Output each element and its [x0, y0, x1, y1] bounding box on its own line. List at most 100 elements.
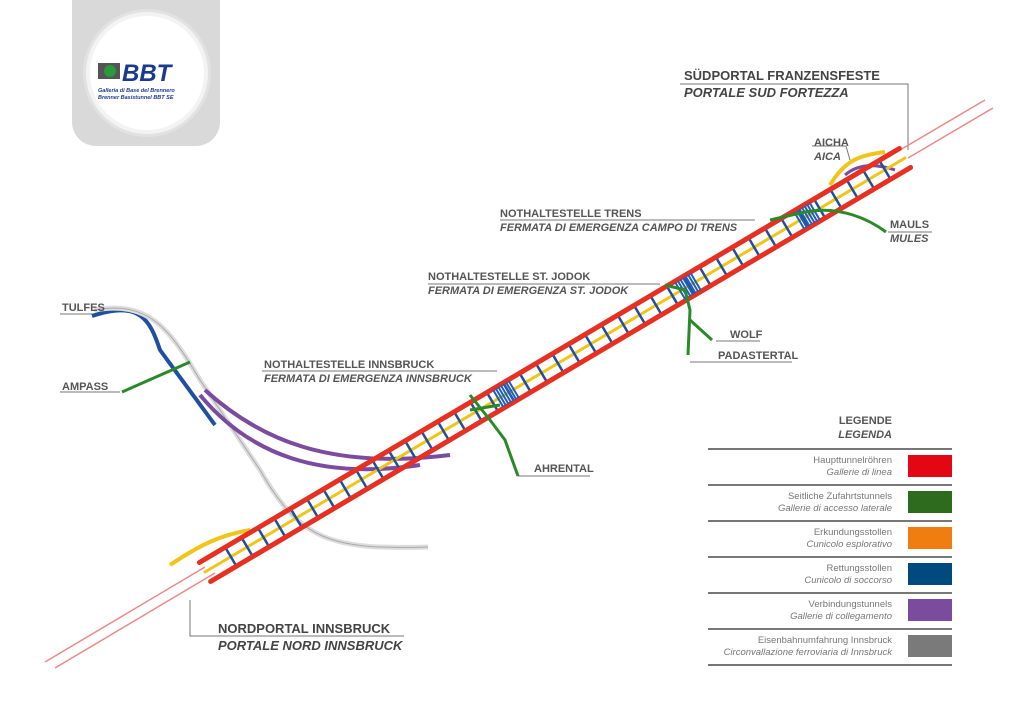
connecting-tunnel-2 — [198, 393, 421, 472]
access-tunnels — [468, 208, 887, 477]
label-ampass: AMPASS — [62, 381, 109, 393]
legend-item-it: Gallerie di collegamento — [790, 611, 892, 622]
cross-passage — [567, 343, 581, 364]
cross-passage — [633, 305, 647, 325]
bbt-logo-icon — [98, 63, 120, 79]
main-tunnel — [196, 146, 914, 584]
legend-item-it: Gallerie di linea — [826, 467, 892, 478]
cross-passage — [649, 295, 663, 316]
cross-passage — [240, 537, 254, 557]
cross-passage — [764, 227, 777, 248]
logo-brand: BBT — [122, 60, 172, 87]
emergency-stop — [679, 279, 691, 297]
emergency-stop — [497, 386, 509, 405]
emergency-stop — [804, 205, 816, 224]
cross-passage — [437, 421, 450, 441]
legend-title: LEGENDE — [838, 415, 892, 427]
cross-passage — [322, 488, 336, 509]
legend-item-de: Erkundungsstollen — [813, 527, 892, 538]
emergency-stop — [682, 277, 694, 296]
cross-passage — [829, 189, 843, 209]
cross-passage — [845, 179, 859, 200]
legend-item-it: Cunicolo esplorativo — [806, 539, 892, 550]
legend-item-de: Rettungsstollen — [826, 563, 892, 574]
cross-passage — [388, 450, 401, 470]
main-tube — [208, 164, 914, 584]
cross-passage — [306, 498, 319, 519]
cross-passage — [747, 237, 761, 258]
legend-swatch — [908, 563, 952, 585]
emergency-stop — [674, 282, 686, 300]
label-padastertal: PADASTERTAL — [718, 350, 799, 362]
rail-lines — [44, 99, 994, 669]
cross-passage — [257, 527, 270, 548]
emergency-stop — [685, 276, 697, 294]
emergency-stop — [495, 388, 507, 406]
cross-passage — [862, 169, 875, 190]
legend-item-de: Eisenbahnumfahrung Innsbruck — [757, 635, 892, 646]
legend-item-it: Circonvallazione ferroviaria di Innsbruc… — [723, 647, 892, 658]
cross-passage — [404, 440, 418, 461]
label-ahrental: AHRENTAL — [534, 463, 594, 475]
legend-title-it: LEGENDA — [838, 429, 892, 441]
aicha-exploratory — [828, 150, 886, 187]
leader-lines — [60, 83, 932, 637]
emergency-stop — [687, 274, 699, 293]
cross-passage — [715, 256, 728, 277]
cross-passage — [551, 353, 565, 374]
cross-passage — [616, 314, 630, 335]
emergency-stop — [508, 380, 520, 399]
legend-swatch — [908, 455, 952, 477]
emergency-stop — [690, 273, 702, 291]
connecting-tunnel-1 — [203, 388, 451, 461]
cross-passage — [420, 430, 434, 451]
cross-passage — [273, 517, 287, 538]
cross-passage — [469, 401, 483, 422]
cross-passage — [224, 546, 238, 567]
emergency-stop — [492, 389, 504, 408]
emergency-stop — [500, 385, 512, 403]
cross-passage — [371, 459, 385, 480]
cross-passage — [338, 479, 352, 499]
cross-passage — [355, 469, 368, 490]
cross-passage — [878, 159, 892, 180]
emergency-stop — [505, 382, 517, 400]
cross-passage — [535, 363, 548, 383]
legend-item-de: Seitliche Zufahrtstunnels — [787, 491, 892, 502]
cross-passage — [486, 392, 499, 412]
legend-swatch — [908, 635, 952, 657]
exploratory-tunnel — [203, 156, 907, 574]
legend-item-it: Gallerie di accesso laterale — [777, 503, 892, 514]
cross-passage — [666, 285, 679, 306]
cross-passage — [584, 334, 597, 354]
cross-passage — [731, 247, 745, 267]
legend-item-de: Haupttunnelröhren — [813, 455, 892, 466]
cross-passage — [453, 411, 467, 432]
cross-passage — [518, 372, 532, 393]
cross-passage — [698, 266, 712, 287]
ampass-access — [121, 360, 191, 394]
label-tulfes: TULFES — [62, 302, 105, 314]
cross-passage — [600, 324, 614, 345]
legend-swatch — [908, 527, 952, 549]
cross-passage — [813, 198, 826, 219]
cross-passage — [780, 218, 794, 238]
legend-item-de: Verbindungstunnels — [808, 599, 892, 610]
